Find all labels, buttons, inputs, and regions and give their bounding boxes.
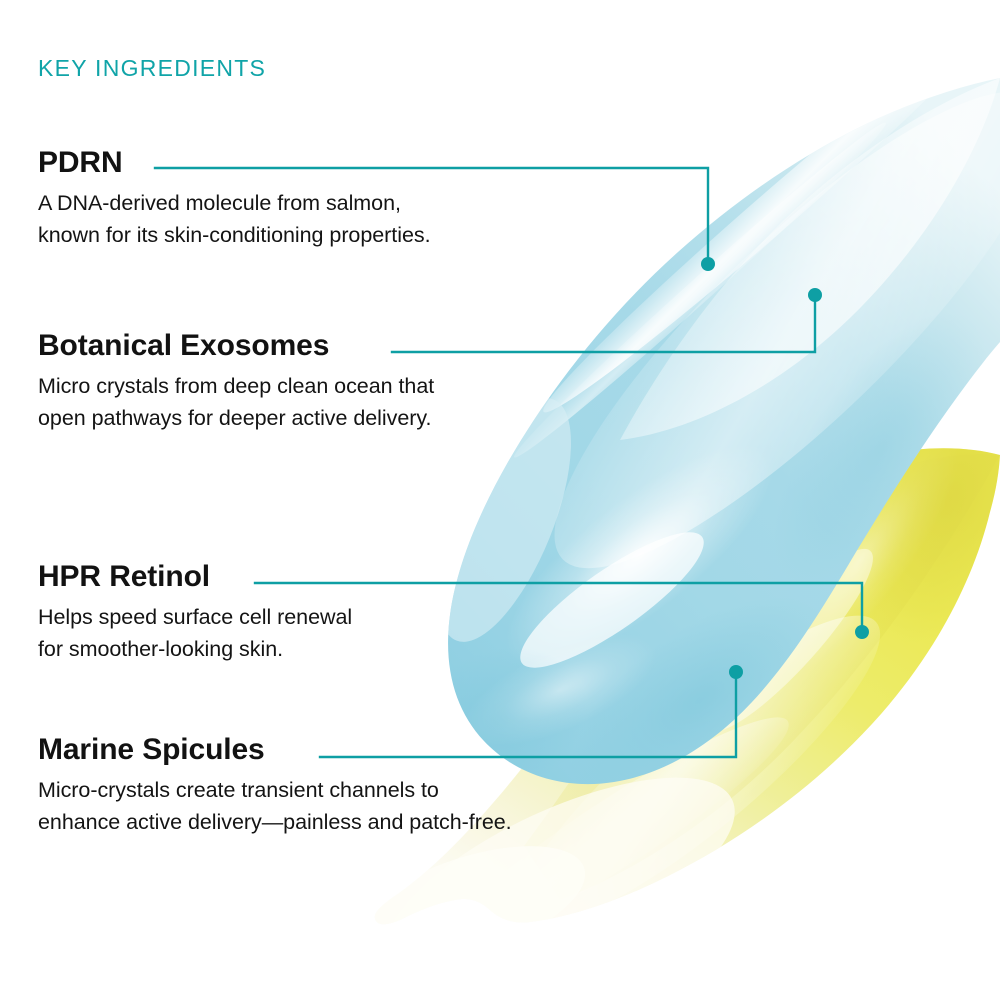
ingredient-description-hpr-retinol: Helps speed surface cell renewal for smo… xyxy=(38,604,353,662)
ingredient-description-botanical-exosomes: Micro crystals from deep clean ocean tha… xyxy=(38,373,435,431)
ingredient-title-pdrn: PDRN xyxy=(38,146,123,179)
ingredient-title-botanical-exosomes: Botanical Exosomes xyxy=(38,329,330,362)
ingredient-block-marine-spicules: Marine Spicules Micro-crystals create tr… xyxy=(38,733,512,839)
ingredient-title-hpr-retinol: HPR Retinol xyxy=(38,560,211,593)
ingredient-description-pdrn: A DNA-derived molecule from salmon, know… xyxy=(38,190,431,248)
ingredient-block-botanical-exosomes: Botanical Exosomes Micro crystals from d… xyxy=(38,329,435,435)
ingredient-title-marine-spicules: Marine Spicules xyxy=(38,733,265,766)
ingredient-block-hpr-retinol: HPR Retinol Helps speed surface cell ren… xyxy=(38,560,353,666)
section-eyebrow-title: KEY INGREDIENTS xyxy=(38,55,267,81)
ingredient-block-pdrn: PDRN A DNA-derived molecule from salmon,… xyxy=(38,146,431,252)
ingredient-description-marine-spicules: Micro-crystals create transient channels… xyxy=(38,777,512,835)
